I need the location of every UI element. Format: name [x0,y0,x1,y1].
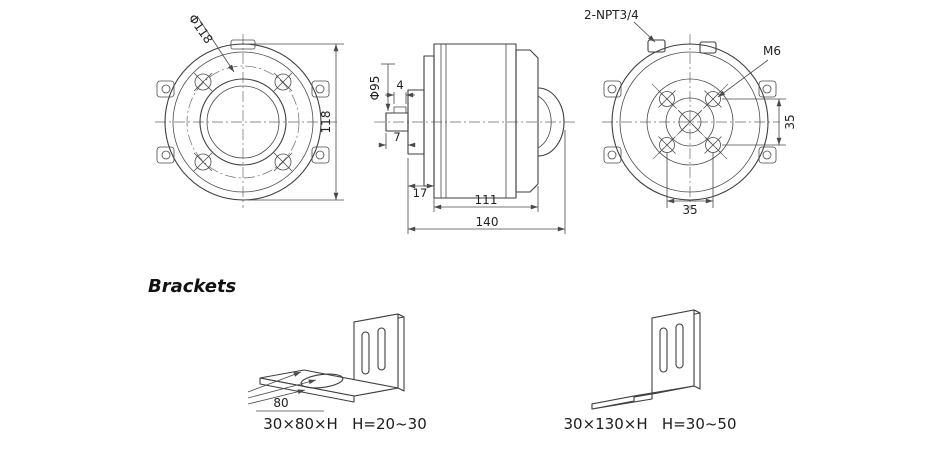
side-dim-overall-length: 140 [407,130,566,234]
rear-rim-circle [619,51,761,193]
rear-dim-hole-spacing-vertical-label: 35 [783,114,797,129]
front-mounting-hole-bottom-left [193,152,213,172]
leader-line [717,59,769,98]
side-rear-cap [515,49,539,193]
side-dome-outer [537,87,565,157]
side-view: Φ95 4 7 17 111 14 [368,43,578,234]
side-front-plate [423,55,435,187]
rear-callout-thread-label: M6 [763,44,781,58]
rear-center-hole [677,109,703,135]
rear-inner-circle [665,97,715,147]
bracket-left-slot [361,331,370,375]
bracket-left-size-label: 30×80×H H=20~30 [263,415,426,433]
side-dim-shaft-length-label: 7 [393,130,400,144]
rear-tapped-hole-top-right [704,90,722,108]
rear-tapped-hole-bottom-right [704,136,722,154]
side-dim-body-diameter: Φ95 [368,63,395,111]
front-dim-flange-diameter-label: Φ118 [186,12,216,47]
front-bolt-circle [186,65,300,179]
bracket-right-slot [675,323,684,369]
rear-dim-hole-spacing-vertical: 35 [722,98,797,146]
leader-line [247,389,306,405]
side-dim-body-length-label: 111 [475,193,498,207]
leader-line [196,15,235,73]
front-outer-circle [164,43,322,201]
rear-conduit-boss-right [699,41,717,54]
rear-dim-hole-spacing-horizontal: 35 [666,152,714,217]
rear-tapped-hole-top-left [658,90,676,108]
front-rim-circle [172,51,314,193]
front-inner-circle [206,85,280,159]
side-dim-key-width-label: 4 [396,78,403,92]
rear-view: 2-NPT3/4 M6 35 35 [584,8,797,217]
leader-line [247,371,302,393]
side-dim-front-offset-label: 17 [413,186,428,200]
bracket-right-plate-side [693,309,701,390]
rear-ear-left-top [603,80,622,98]
rear-conduit-boss-left [647,39,666,53]
front-view: Φ118 118 [155,12,344,208]
front-dim-overall-height: 118 [248,43,344,201]
rear-pilot-circle [646,78,734,166]
rear-ear-left-bottom [603,146,622,164]
front-ear-right-top [311,80,330,98]
side-dim-key-width: 4 [385,78,415,104]
rear-ear-right-top [758,80,777,98]
front-ear-left-top [156,80,175,98]
front-ear-left-bottom [156,146,175,164]
front-dim-overall-height-label: 118 [319,111,333,134]
side-shaft-key [393,106,407,114]
bracket-right-slot [659,327,668,373]
bracket-left: 80 [247,313,405,412]
leader-line [247,379,317,399]
brackets-heading: Brackets [148,276,237,297]
front-mounting-hole-top-left [193,72,213,92]
bracket-left-dim-width-label: 80 [273,396,288,410]
side-dim-shaft-length: 7 [378,130,416,149]
front-mounting-hole-bottom-right [273,152,293,172]
bracket-right-size-label: 30×130×H H=30~50 [563,415,736,433]
bracket-left-slot [377,327,386,371]
rear-callout-conduit: 2-NPT3/4 [584,8,656,43]
side-dome-inner [537,95,552,149]
front-top-tab [230,39,256,50]
rear-callout-conduit-label: 2-NPT3/4 [584,8,639,22]
front-mounting-hole-top-right [273,72,293,92]
side-dim-front-offset: 17 [408,183,434,200]
side-dim-body-diameter-label: Φ95 [368,76,382,101]
bracket-right-base-edge [591,395,635,410]
bracket-left-plate-side [397,313,405,392]
front-ear-right-bottom [311,146,330,164]
leader-line [633,21,656,43]
rear-tapped-hole-bottom-left [658,136,676,154]
front-pilot-circle [199,78,287,166]
rear-callout-thread: M6 [717,44,781,98]
rear-dim-hole-spacing-horizontal-label: 35 [682,203,697,217]
bracket-right [591,309,701,410]
side-dim-overall-length-label: 140 [476,215,499,229]
side-dim-body-length: 111 [433,186,539,212]
rear-ear-right-bottom [758,146,777,164]
bracket-right-plate-front [651,309,695,395]
bracket-left-base-edge [259,377,355,403]
